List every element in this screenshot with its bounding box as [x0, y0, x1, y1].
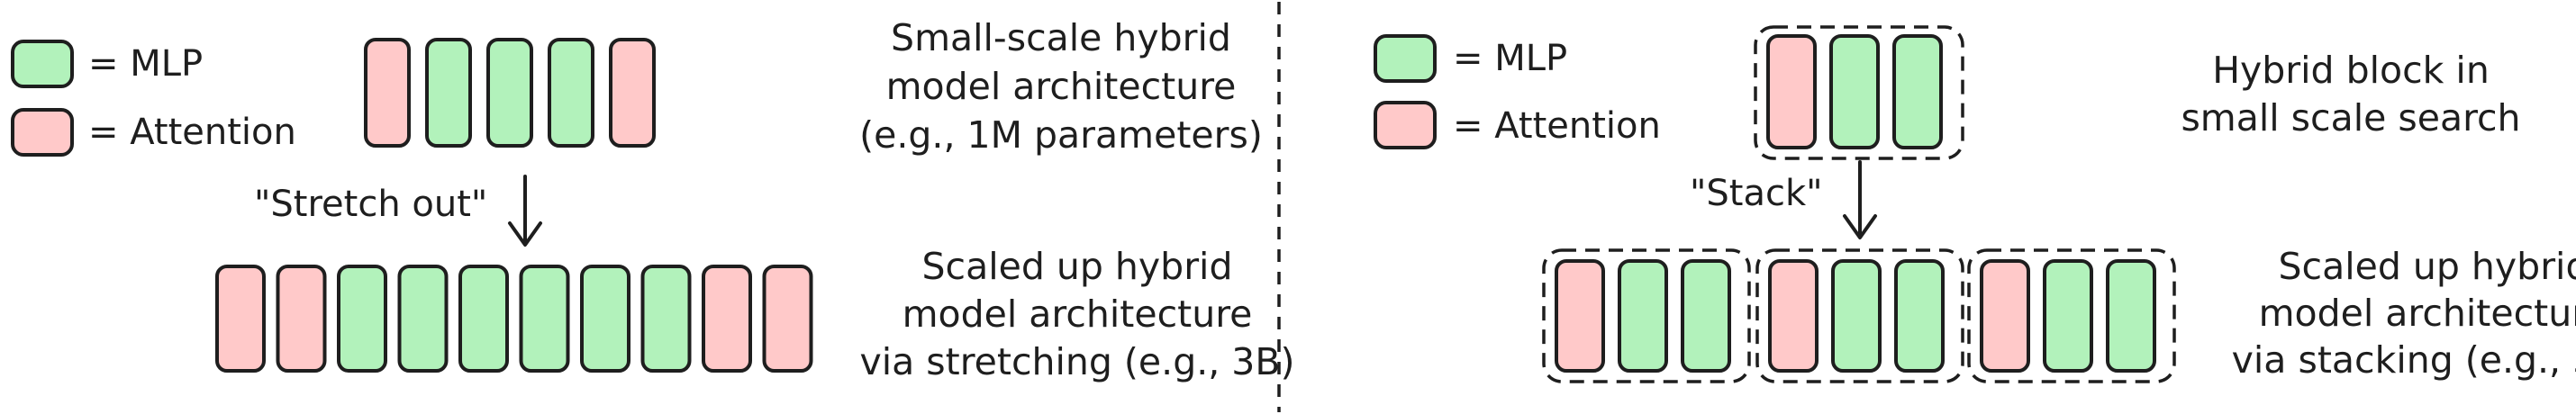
left-legend: = MLP = Attention: [11, 40, 296, 157]
stack-arrow: [1843, 160, 1877, 239]
right-small-caption: Hybrid block in small scale search: [2181, 49, 2520, 140]
right-big-caption: Scaled up hybrid model architecture via …: [2232, 245, 2576, 382]
attention-block: [762, 265, 813, 373]
mlp-block: [1618, 259, 1668, 373]
caption-line: small scale search: [2181, 96, 2520, 140]
stack-label: "Stack": [1690, 173, 1823, 214]
legend-mlp-label: = MLP: [1453, 38, 1567, 79]
caption-line: via stretching (e.g., 3B): [859, 340, 1294, 383]
mlp-block: [548, 38, 594, 148]
legend-mlp-swatch: [1374, 34, 1437, 83]
hybrid-block-group: [1755, 248, 1964, 383]
mlp-block: [2106, 259, 2156, 373]
mlp-block: [1892, 34, 1943, 149]
attention-block: [702, 265, 752, 373]
legend-attention-swatch: [1374, 101, 1437, 149]
stretch-out-label: "Stretch out": [254, 184, 487, 225]
caption-line: model architecture: [903, 292, 1253, 336]
attention-block: [215, 265, 266, 373]
mlp-block: [425, 38, 472, 148]
legend-mlp-swatch: [11, 40, 74, 88]
left-big-architecture: [215, 265, 813, 373]
mlp-block: [580, 265, 630, 373]
caption-line: Scaled up hybrid: [922, 245, 1233, 288]
caption-line: Scaled up hybrid: [2279, 245, 2576, 288]
mlp-block: [337, 265, 387, 373]
mlp-block: [519, 265, 570, 373]
legend-attention-label: = Attention: [1453, 105, 1661, 147]
mlp-block: [640, 265, 692, 373]
right-hybrid-block: [1754, 25, 1964, 160]
attention-block: [1555, 259, 1605, 373]
attention-block: [1980, 259, 2030, 373]
stretch-arrow: [508, 175, 542, 247]
caption-line: Small-scale hybrid: [891, 16, 1231, 59]
caption-line: model architecture: [886, 65, 1237, 108]
caption-line: via stacking (e.g., 3B): [2232, 338, 2576, 382]
mlp-block: [2043, 259, 2093, 373]
caption-line: (e.g., 1M parameters): [859, 113, 1263, 157]
legend-mlp-label: = MLP: [88, 43, 203, 85]
caption-line: model architecture: [2259, 292, 2576, 335]
left-small-architecture: [364, 38, 656, 148]
legend-attention-swatch: [11, 108, 74, 157]
caption-line: Hybrid block in: [2212, 49, 2490, 92]
attention-block: [1768, 259, 1819, 373]
attention-block: [364, 38, 411, 148]
hybrid-block-group: [1542, 248, 1751, 383]
right-legend: = MLP = Attention: [1374, 34, 1661, 149]
mlp-block: [1829, 34, 1880, 149]
mlp-block: [458, 265, 509, 373]
right-stacked-architecture: [1542, 248, 2176, 383]
mlp-block: [1831, 259, 1882, 373]
hybrid-block-group: [1754, 25, 1964, 160]
legend-attention-label: = Attention: [88, 112, 296, 153]
left-big-caption: Scaled up hybrid model architecture via …: [859, 245, 1294, 383]
attention-block: [1766, 34, 1817, 149]
mlp-block: [1894, 259, 1945, 373]
attention-block: [276, 265, 327, 373]
attention-block: [609, 38, 656, 148]
mlp-block: [1681, 259, 1731, 373]
left-small-caption: Small-scale hybrid model architecture (e…: [859, 16, 1263, 157]
mlp-block: [397, 265, 449, 373]
mlp-block: [486, 38, 533, 148]
hybrid-block-group: [1967, 248, 2176, 383]
